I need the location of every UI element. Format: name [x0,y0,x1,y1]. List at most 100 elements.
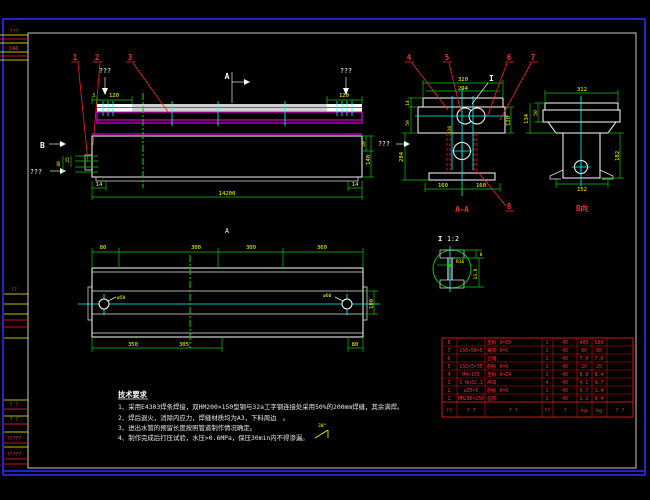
dim-14-section: 14 [405,100,411,106]
bom-qty: 1 [546,372,549,378]
balloon-3: 3 [128,53,133,62]
bom-total-weight: 8.4 [595,372,604,378]
bom-header-cell: kg [596,408,602,414]
dim-320: 320 [458,77,468,83]
technical-notes: 技术要求 1、采用E4303焊条焊接，双HM200×150型钢与32a工字钢连接… [118,390,403,442]
strip-mark: ????? [7,452,22,458]
dim-14-left: 14 [96,182,103,188]
hole-label-right: ø60 [323,293,332,299]
bom-total-weight: 4.7 [595,380,604,386]
balloon-7: 7 [531,53,536,62]
bom-code: HM200×150 [458,396,484,402]
bom-code: L50×50×5 [459,348,482,354]
bom-no: 3 [448,380,451,386]
bom-no: 4 [448,372,451,378]
bom-code: ∅25×5 [464,388,479,394]
corner-title-block: ??? CAD [0,29,28,61]
strip-mark: ????? [7,436,22,442]
bom-unit-weight: 400 [580,340,589,346]
dim-r16: R16 [456,259,465,265]
bom-total-weight: 500 [595,340,604,346]
view-b-title: B向 [576,203,588,213]
bom-unit-weight: 8.8 [580,372,589,378]
dim-160-left: 160 [438,183,448,189]
balloon-8: 8 [507,202,512,211]
bom-unit-weight: 3.2 [580,396,589,402]
dim-182: 182 [615,151,621,161]
corner-label-1: ??? [9,29,18,35]
bom-qty: 4 [546,380,549,386]
bom-qty: 1 [546,356,549,362]
dim-5: 5 [93,93,96,99]
bom-header-cell: kg [581,408,587,414]
dim-300-a: 300 [191,245,201,251]
section-b-marker: B [40,141,45,150]
dim-152: 152 [577,187,587,193]
bom-code: I No32.1 [459,380,482,386]
dim-305: 305 [179,342,189,348]
dim-80-top: 80 [100,245,107,251]
unknown-label-top-right: ??? [340,67,352,75]
bom-name: 筋板 δ=6 [487,363,508,370]
detail-i: I 1:2 R16 8 13.6 [432,234,484,292]
bom-name: 吊耳 [487,380,497,386]
dim-360: 360 [317,245,327,251]
view-b: 312 50 134 182 152 B向 [524,87,624,213]
section-a-marker: A [225,72,230,81]
bom-header-cell: ?? [544,408,550,414]
bom-total-weight: 6.4 [595,396,604,402]
dim-134: 134 [524,113,530,124]
bom-qty: 1 [546,348,549,354]
bom-mat: 45 [562,340,568,346]
corner-label-2: CAD [9,46,18,52]
plan-view-label: A [225,227,229,235]
bom-mat: 45 [562,356,568,362]
dim-14-right: 14 [352,182,359,188]
bom-name: 筋板 δ=6 [487,387,508,394]
drawing-frame: ??? CAD ?? ? ? ? ? ????? ????? [0,18,646,476]
dim-294: 294 [458,86,469,92]
view-b-dim-lines [526,90,624,188]
dim-120-right: 120 [339,93,349,99]
dim-29: 29 [361,141,367,147]
elevation-view: 1 2 3 ??? ??? A B ??? [30,53,374,200]
bom-mat: 45 [562,396,568,402]
balloon-leaders [71,61,169,163]
bom-mat: 45 [562,380,568,386]
dim-13-6: 13.6 [473,268,479,279]
bom-mat: 45 [562,348,568,354]
unknown-label-aa: ??? [378,140,390,148]
balloon-2: 2 [95,53,100,62]
strip-mark: ? ? [10,417,19,423]
notes-title: 技术要求 [118,390,148,399]
bom-no: 6 [448,356,451,362]
strip-mark: ?? [11,287,17,293]
bom-total-weight: 80 [596,348,602,354]
bom-total-weight: 20 [596,364,602,370]
dim-140: 140 [366,155,372,165]
bom-unit-weight: 4.1 [580,380,589,386]
dim-300-b: 300 [246,245,256,251]
dim-350: 350 [128,342,138,348]
detail-i-scale: 1:2 [447,235,459,243]
note-line-3: 3、进出水管的预留长度按照管道制作情况确定。 [118,423,256,432]
dim-14200: 14200 [219,191,236,197]
bom-row: 3 I No32.1 吊耳 4 45 4.1 4.7 [448,380,604,386]
bom-name: 丝堵 [487,355,497,362]
bom-header-cell: ? [563,408,566,414]
bom-header-row: ?? ? ? ? ? ?? ? kg kg ? ? [446,408,625,414]
unknown-label-left: ??? [30,168,42,176]
bom-no: 5 [448,364,451,370]
hole-label-left: ø50 [117,295,126,301]
balloon-4: 4 [407,53,412,62]
bom-qty: 1 [546,340,549,346]
bom-unit-weight: 0.7 [580,388,589,394]
elevation-dim-lines [62,96,374,200]
